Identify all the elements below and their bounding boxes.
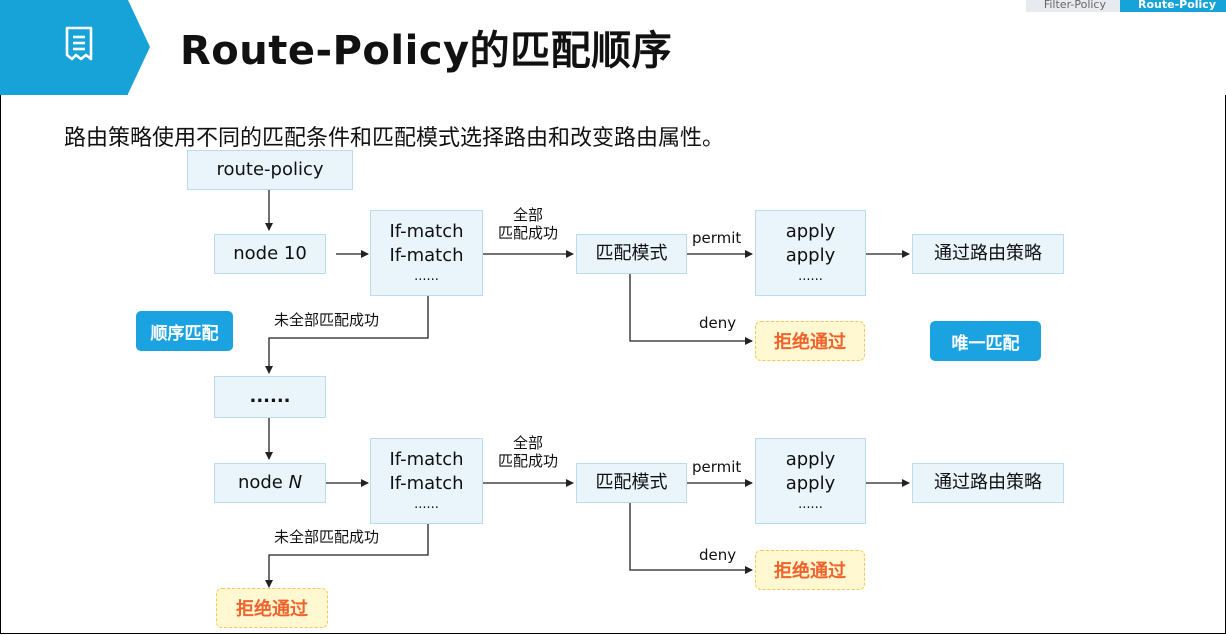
not-all-match-label-1: 未全部匹配成功 [274,311,380,329]
apply-line-2: apply [785,473,836,494]
all-match-label-2: 全部 匹配成功 [487,434,569,470]
header-chevron [128,0,150,94]
match-mode-box-2: 匹配模式 [576,463,687,503]
apply-line-2: apply [785,245,836,266]
node-ellipsis-box: ...... [214,376,326,418]
node-n-variable: N [288,472,303,493]
reject-box-2: 拒绝通过 [755,550,865,590]
if-match-box-2: If-match If-match ...... [370,438,483,524]
node-n-box: node N [214,463,326,503]
unique-match-label: 唯一匹配 [951,333,1020,354]
all-match-line-2: 匹配成功 [497,452,558,470]
if-match-line-1: If-match [389,449,464,470]
reject-label-3: 拒绝通过 [236,599,308,620]
apply-line-1: apply [785,449,836,470]
node-n-prefix: node [237,472,289,493]
permit-label-1: permit [692,229,742,247]
if-match-line-3: ...... [414,497,439,512]
pass-policy-label-1: 通过路由策略 [934,243,1042,264]
page-subtitle: 路由策略使用不同的匹配条件和匹配模式选择路由和改变路由属性。 [64,126,725,151]
header: Route-Policy的匹配顺序 Filter-Policy Route-Po… [0,0,1226,95]
reject-box-1: 拒绝通过 [755,321,865,361]
if-match-line-2: If-match [389,473,464,494]
node-10-box: node 10 [214,234,326,274]
pass-policy-box-1: 通过路由策略 [912,234,1064,274]
node-n-label: node N [238,471,302,495]
reject-label-1: 拒绝通过 [774,332,846,353]
all-match-line-1: 全部 [512,206,543,224]
pass-policy-box-2: 通过路由策略 [912,463,1064,503]
permit-label-2: permit [692,458,742,476]
all-match-line-2: 匹配成功 [497,224,558,242]
match-mode-label-2: 匹配模式 [595,472,668,493]
unique-match-badge: 唯一匹配 [930,321,1041,361]
node-ellipsis-label: ...... [249,386,291,407]
sequential-match-label: 顺序匹配 [150,323,219,344]
node-10-label: node 10 [233,243,307,264]
if-match-line-1: If-match [389,221,464,242]
all-match-label-1: 全部 匹配成功 [487,206,569,242]
breadcrumb-filter-policy[interactable]: Filter-Policy [1025,0,1120,12]
deny-label-2: deny [699,546,737,564]
breadcrumb-route-policy[interactable]: Route-Policy [1120,0,1226,12]
reject-box-3: 拒绝通过 [216,588,328,628]
page-title: Route-Policy的匹配顺序 [180,28,673,74]
reject-label-2: 拒绝通过 [774,561,846,582]
route-policy-box: route-policy [187,150,353,190]
document-list-icon [65,26,93,61]
match-mode-box-1: 匹配模式 [576,234,687,274]
if-match-box-1: If-match If-match ...... [370,210,483,296]
sequential-match-badge: 顺序匹配 [136,311,233,351]
header-logo-block [0,0,128,95]
if-match-line-3: ...... [414,269,439,284]
apply-box-1: apply apply ...... [755,210,866,296]
apply-box-2: apply apply ...... [755,438,866,524]
apply-line-3: ...... [798,497,823,512]
all-match-line-1: 全部 [512,434,543,452]
pass-policy-label-2: 通过路由策略 [934,472,1042,493]
deny-label-1: deny [699,314,737,332]
match-mode-label-1: 匹配模式 [595,243,668,264]
if-match-line-2: If-match [389,245,464,266]
breadcrumb: Filter-Policy Route-Policy [1025,0,1226,12]
route-policy-label: route-policy [216,159,324,180]
apply-line-1: apply [785,221,836,242]
not-all-match-label-2: 未全部匹配成功 [274,528,380,546]
apply-line-3: ...... [798,269,823,284]
